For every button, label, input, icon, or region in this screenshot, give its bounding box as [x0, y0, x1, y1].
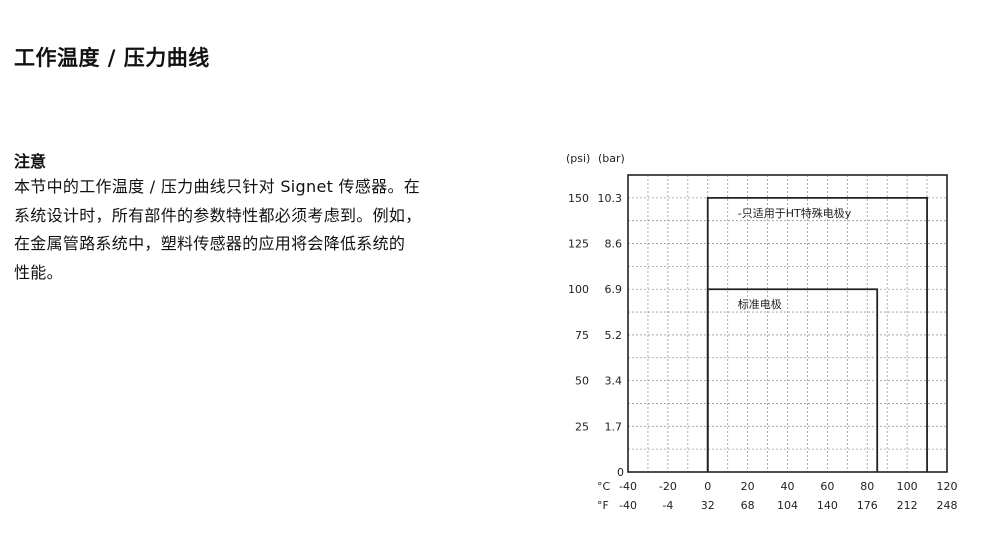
x-tick-fahrenheit: 104 [777, 499, 798, 512]
x-tick-fahrenheit: 248 [937, 499, 958, 512]
x-tick-celsius: 40 [781, 480, 795, 493]
x-tick-celsius: 120 [937, 480, 958, 493]
x-tick-celsius: 0 [704, 480, 711, 493]
y-tick-bar: 8.6 [605, 238, 623, 251]
x-tick-celsius: 20 [741, 480, 755, 493]
psi-unit-label: (psi) [566, 152, 590, 165]
x-tick-celsius: -20 [659, 480, 677, 493]
y-tick-psi: 50 [575, 375, 589, 388]
note-line: 性能。 [14, 262, 63, 282]
x-tick-celsius: 100 [897, 480, 918, 493]
y-tick-psi: 150 [568, 192, 589, 205]
y-tick-bar: 10.3 [598, 192, 623, 205]
x-tick-celsius: 60 [820, 480, 834, 493]
note-line: 本节中的工作温度 / 压力曲线只针对 Signet 传感器。在 [14, 177, 421, 196]
fahrenheit-unit-label: °F [597, 499, 609, 512]
series-label-0: 标准电极 [738, 297, 782, 311]
x-tick-fahrenheit: 32 [701, 499, 715, 512]
y-tick-bar: 1.7 [605, 420, 623, 433]
y-tick-psi: 125 [568, 238, 589, 251]
y-tick-psi: 0 [617, 466, 624, 479]
page-title: 工作温度 / 压力曲线 [14, 46, 210, 70]
x-tick-fahrenheit: -4 [662, 499, 673, 512]
x-tick-fahrenheit: 68 [741, 499, 755, 512]
y-tick-psi: 25 [575, 420, 589, 433]
x-tick-fahrenheit: -40 [619, 499, 637, 512]
bar-unit-label: (bar) [598, 152, 625, 165]
x-tick-fahrenheit: 212 [897, 499, 918, 512]
note-line: 在金属管路系统中，塑料传感器的应用将会降低系统的 [14, 234, 406, 253]
y-tick-psi: 100 [568, 283, 589, 296]
x-tick-fahrenheit: 140 [817, 499, 838, 512]
series-line-1 [706, 196, 928, 472]
note-paragraph: 本节中的工作温度 / 压力曲线只针对 Signet 传感器。在 系统设计时，所有… [14, 173, 474, 287]
y-tick-bar: 5.2 [605, 329, 623, 342]
celsius-unit-label: °C [597, 480, 611, 493]
plot-frame [627, 174, 948, 473]
y-tick-bar: 6.9 [605, 283, 623, 296]
note-line: 系统设计时，所有部件的参数特性都必须考虑到。例如， [14, 205, 422, 225]
series-label-1: -只适用于HT特殊电极y [738, 206, 852, 220]
y-tick-bar: 3.4 [605, 375, 623, 388]
note-heading: 注意 [14, 152, 47, 171]
y-tick-psi: 75 [575, 329, 589, 342]
x-tick-celsius: 80 [860, 480, 874, 493]
x-tick-celsius: -40 [619, 480, 637, 493]
x-tick-fahrenheit: 176 [857, 499, 878, 512]
